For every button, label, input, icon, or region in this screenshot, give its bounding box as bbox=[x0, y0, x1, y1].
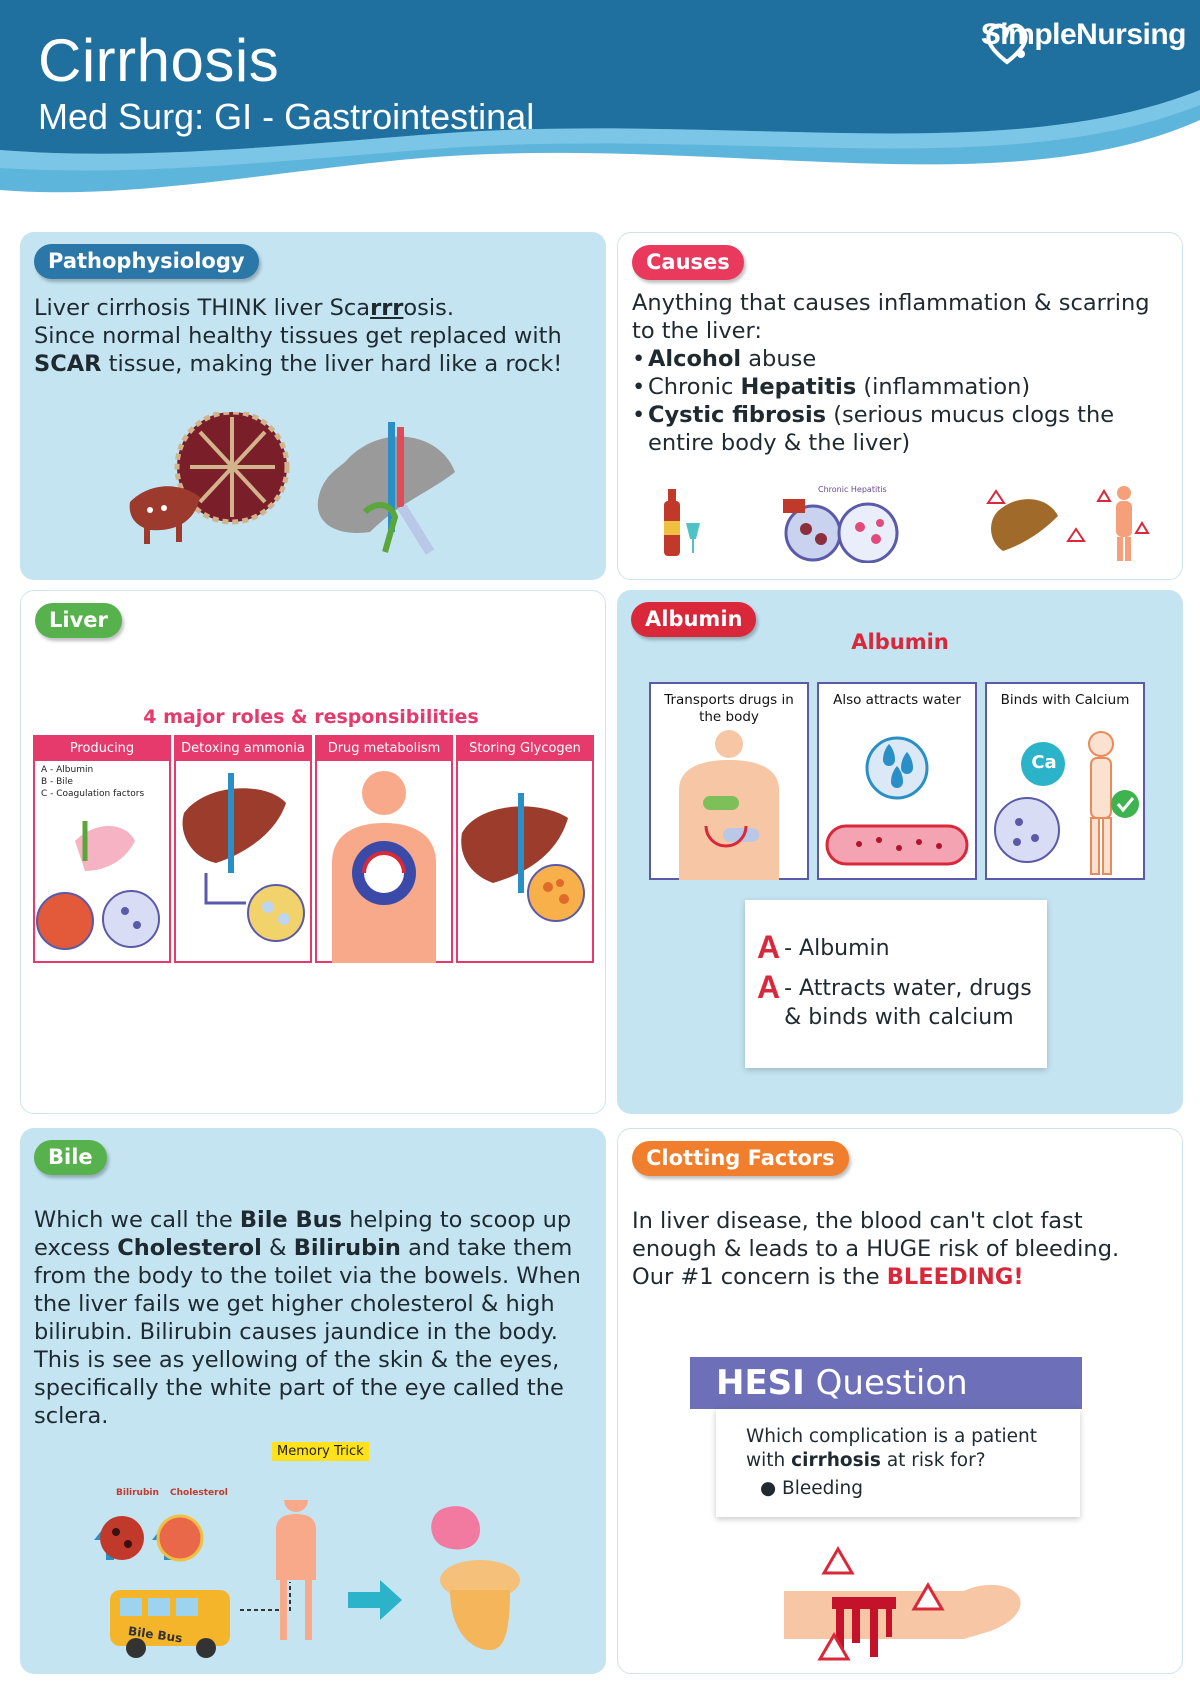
bile-label: Bile bbox=[34, 1140, 107, 1175]
albumin-label: Albumin bbox=[631, 602, 757, 637]
role-title: Producing bbox=[35, 737, 169, 761]
hesi-header: HESI Question bbox=[690, 1357, 1082, 1409]
cause-hepatitis: Chronic Hepatitis (inflammation) bbox=[632, 373, 1172, 401]
calcium-symbol: Ca bbox=[1031, 752, 1057, 773]
calcium-skeleton-illustration bbox=[994, 731, 1139, 875]
card-title: Transports drugs in the body bbox=[664, 692, 794, 725]
role-detoxing-ammonia: Detoxing ammonia bbox=[174, 735, 312, 963]
pathophysiology-panel: Pathophysiology Liver cirrhosis THINK li… bbox=[20, 232, 606, 580]
glycogen-illustration bbox=[461, 793, 585, 922]
causes-label: Causes bbox=[632, 245, 744, 280]
clotting-factors-panel: Clotting Factors In liver disease, the b… bbox=[617, 1128, 1183, 1674]
albumin-panel: Albumin Albumin Transports drugs in the … bbox=[617, 590, 1183, 1114]
cause-cystic-fibrosis: Cystic fibrosis (serious mucus clogs the… bbox=[632, 401, 1172, 457]
cirrhosis-liver-illustration bbox=[129, 412, 455, 555]
detox-illustration bbox=[182, 773, 305, 942]
header-banner: Cirrhosis Med Surg: GI - Gastrointestina… bbox=[0, 0, 1200, 215]
causes-text: Anything that causes inflammation & scar… bbox=[632, 289, 1172, 457]
hesi-answer: ● Bleeding bbox=[760, 1478, 863, 1499]
albumin-card-attracts-water: Also attracts water bbox=[817, 682, 977, 880]
liver-roles-title: 4 major roles & responsibilities bbox=[143, 706, 479, 728]
mnemonic-letter: A bbox=[757, 929, 781, 965]
producing-item: A - Albumin bbox=[41, 765, 94, 775]
bleeding-arm-illustration bbox=[784, 1546, 1021, 1661]
mnemonic-text: - Albumin bbox=[784, 936, 890, 961]
hesi-question-box: Which complication is a patient with cir… bbox=[716, 1409, 1080, 1517]
clotting-text: In liver disease, the blood can't clot f… bbox=[632, 1207, 1172, 1291]
pathophysiology-line-1: Liver cirrhosis THINK liver Scarrrosis. bbox=[34, 295, 455, 321]
water-vessel-illustration bbox=[825, 736, 969, 866]
pathophysiology-label: Pathophysiology bbox=[34, 244, 259, 279]
albumin-title: Albumin bbox=[851, 630, 949, 654]
albumin-card-binds-calcium: Binds with Calcium Ca bbox=[985, 682, 1145, 880]
liver-label: Liver bbox=[35, 603, 122, 638]
cause-alcohol: Alcohol abuse bbox=[632, 345, 1172, 373]
brand-logo: SimpleNursing bbox=[981, 18, 1187, 65]
mnemonic-row-attracts: A - Attracts water, drugs & binds with c… bbox=[757, 970, 1037, 1032]
body-drug-illustration bbox=[679, 730, 779, 880]
causes-intro: Anything that causes inflammation & scar… bbox=[632, 290, 1150, 344]
mnemonic-text: - Attracts water, drugs & binds with cal… bbox=[784, 976, 1032, 1030]
causes-list: Alcohol abuse Chronic Hepatitis (inflamm… bbox=[632, 345, 1172, 457]
header-wave-graphic bbox=[0, 0, 1200, 193]
hepatitis-caption: Chronic Hepatitis bbox=[818, 485, 887, 494]
memory-trick-label: Memory Trick bbox=[272, 1442, 369, 1461]
card-title: Also attracts water bbox=[833, 692, 961, 708]
clotting-line-2: Our #1 concern is the BLEEDING! bbox=[632, 1264, 1024, 1290]
hesi-question-card: HESI Question Which complication is a pa… bbox=[690, 1357, 1082, 1517]
role-storing-glycogen: Storing Glycogen bbox=[456, 735, 594, 963]
producing-list: A - Albumin B - Bile C - Coagulation fac… bbox=[35, 761, 169, 803]
bile-text: Which we call the Bile Bus helping to sc… bbox=[34, 1207, 581, 1429]
causes-panel: Causes Anything that causes inflammation… bbox=[617, 232, 1183, 580]
cholesterol-label: Cholesterol bbox=[170, 1488, 228, 1498]
producing-item: B - Bile bbox=[41, 777, 73, 787]
page-subtitle: Med Surg: GI - Gastrointestinal bbox=[38, 96, 535, 137]
producing-item: C - Coagulation factors bbox=[41, 789, 145, 799]
role-title: Detoxing ammonia bbox=[176, 737, 310, 761]
hesi-question: Which complication is a patient with cir… bbox=[746, 1426, 1038, 1471]
albumin-mnemonic-box: A - Albumin A - Attracts water, drugs & … bbox=[745, 900, 1047, 1068]
mnemonic-letter: A bbox=[757, 969, 781, 1005]
role-drug-metabolism: Drug metabolism bbox=[315, 735, 453, 963]
bile-bus-illustration: Bile Bus bbox=[94, 1500, 520, 1658]
liver-panel: Liver 4 major roles & responsibilities P… bbox=[20, 590, 606, 1114]
role-title: Storing Glycogen bbox=[458, 737, 592, 761]
producing-illustration bbox=[36, 821, 160, 950]
bilirubin-label: Bilirubin bbox=[116, 1488, 159, 1498]
role-producing: Producing A - Albumin B - Bile C - Coagu… bbox=[33, 735, 171, 963]
pathophysiology-line-2: Since normal healthy tissues get replace… bbox=[34, 323, 562, 349]
card-title: Binds with Calcium bbox=[1000, 692, 1130, 708]
bile-panel: Bile Which we call the Bile Bus helping … bbox=[20, 1128, 606, 1674]
stethoscope-heart-icon bbox=[986, 23, 1028, 65]
pathophysiology-text: Liver cirrhosis THINK liver Scarrrosis. … bbox=[34, 294, 594, 378]
role-title: Drug metabolism bbox=[317, 737, 451, 761]
mnemonic-row-albumin: A - Albumin bbox=[757, 930, 890, 964]
drug-metabolism-illustration bbox=[332, 771, 436, 963]
page-title: Cirrhosis bbox=[38, 27, 280, 94]
albumin-card-transports-drugs: Transports drugs in the body bbox=[649, 682, 809, 880]
clotting-factors-label: Clotting Factors bbox=[632, 1141, 849, 1176]
clotting-line-1: In liver disease, the blood can't clot f… bbox=[632, 1208, 1120, 1262]
pathophysiology-line-3: SCAR tissue, making the liver hard like … bbox=[34, 351, 563, 377]
causes-illustrations bbox=[664, 486, 1150, 563]
